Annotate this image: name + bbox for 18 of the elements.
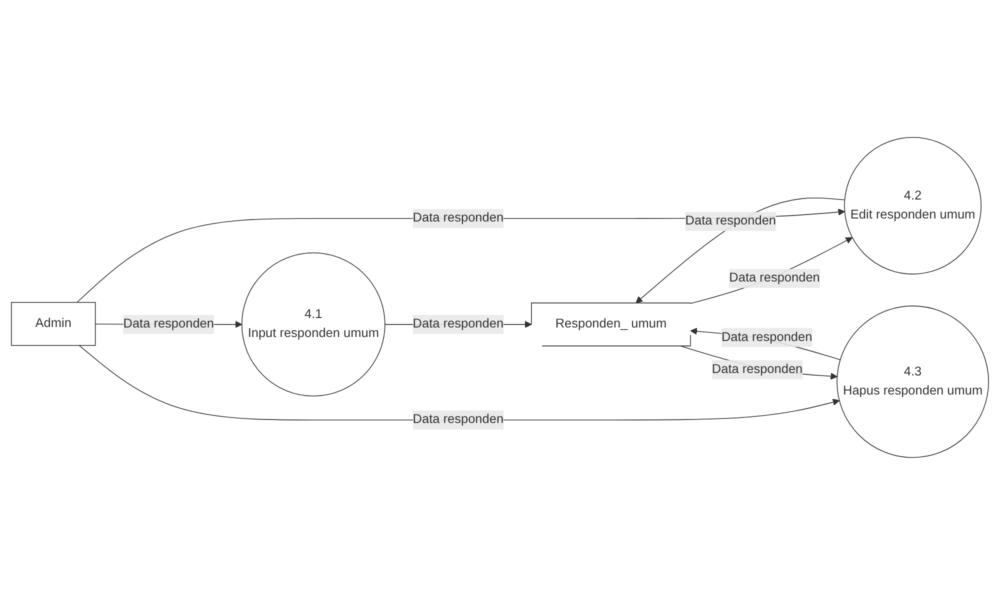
edge-label: Data responden: [729, 271, 820, 285]
node-circle: 4.2 Edit responden umum: [844, 137, 982, 275]
node-circle: 4.3 Hapus responden umum: [836, 306, 989, 458]
arrow: [690, 328, 841, 360]
arrow: [690, 237, 853, 304]
node-box: Admin: [11, 302, 96, 346]
arrow: [680, 346, 838, 380]
arrow: [78, 345, 840, 420]
edge-label: Data responden: [412, 317, 504, 331]
node-box: Responden_ umum: [531, 302, 691, 346]
edge-label: Data responden: [123, 317, 214, 331]
edge-label: Data responden: [721, 330, 812, 344]
edge-label: Data responden: [412, 412, 504, 426]
node-circle: 4.1 Input responden umum: [241, 252, 386, 396]
arrow: [636, 198, 846, 304]
edge-label: Data responden: [412, 211, 504, 225]
edge-label: Data responden: [685, 214, 776, 228]
edge-label: Data responden: [712, 362, 803, 376]
